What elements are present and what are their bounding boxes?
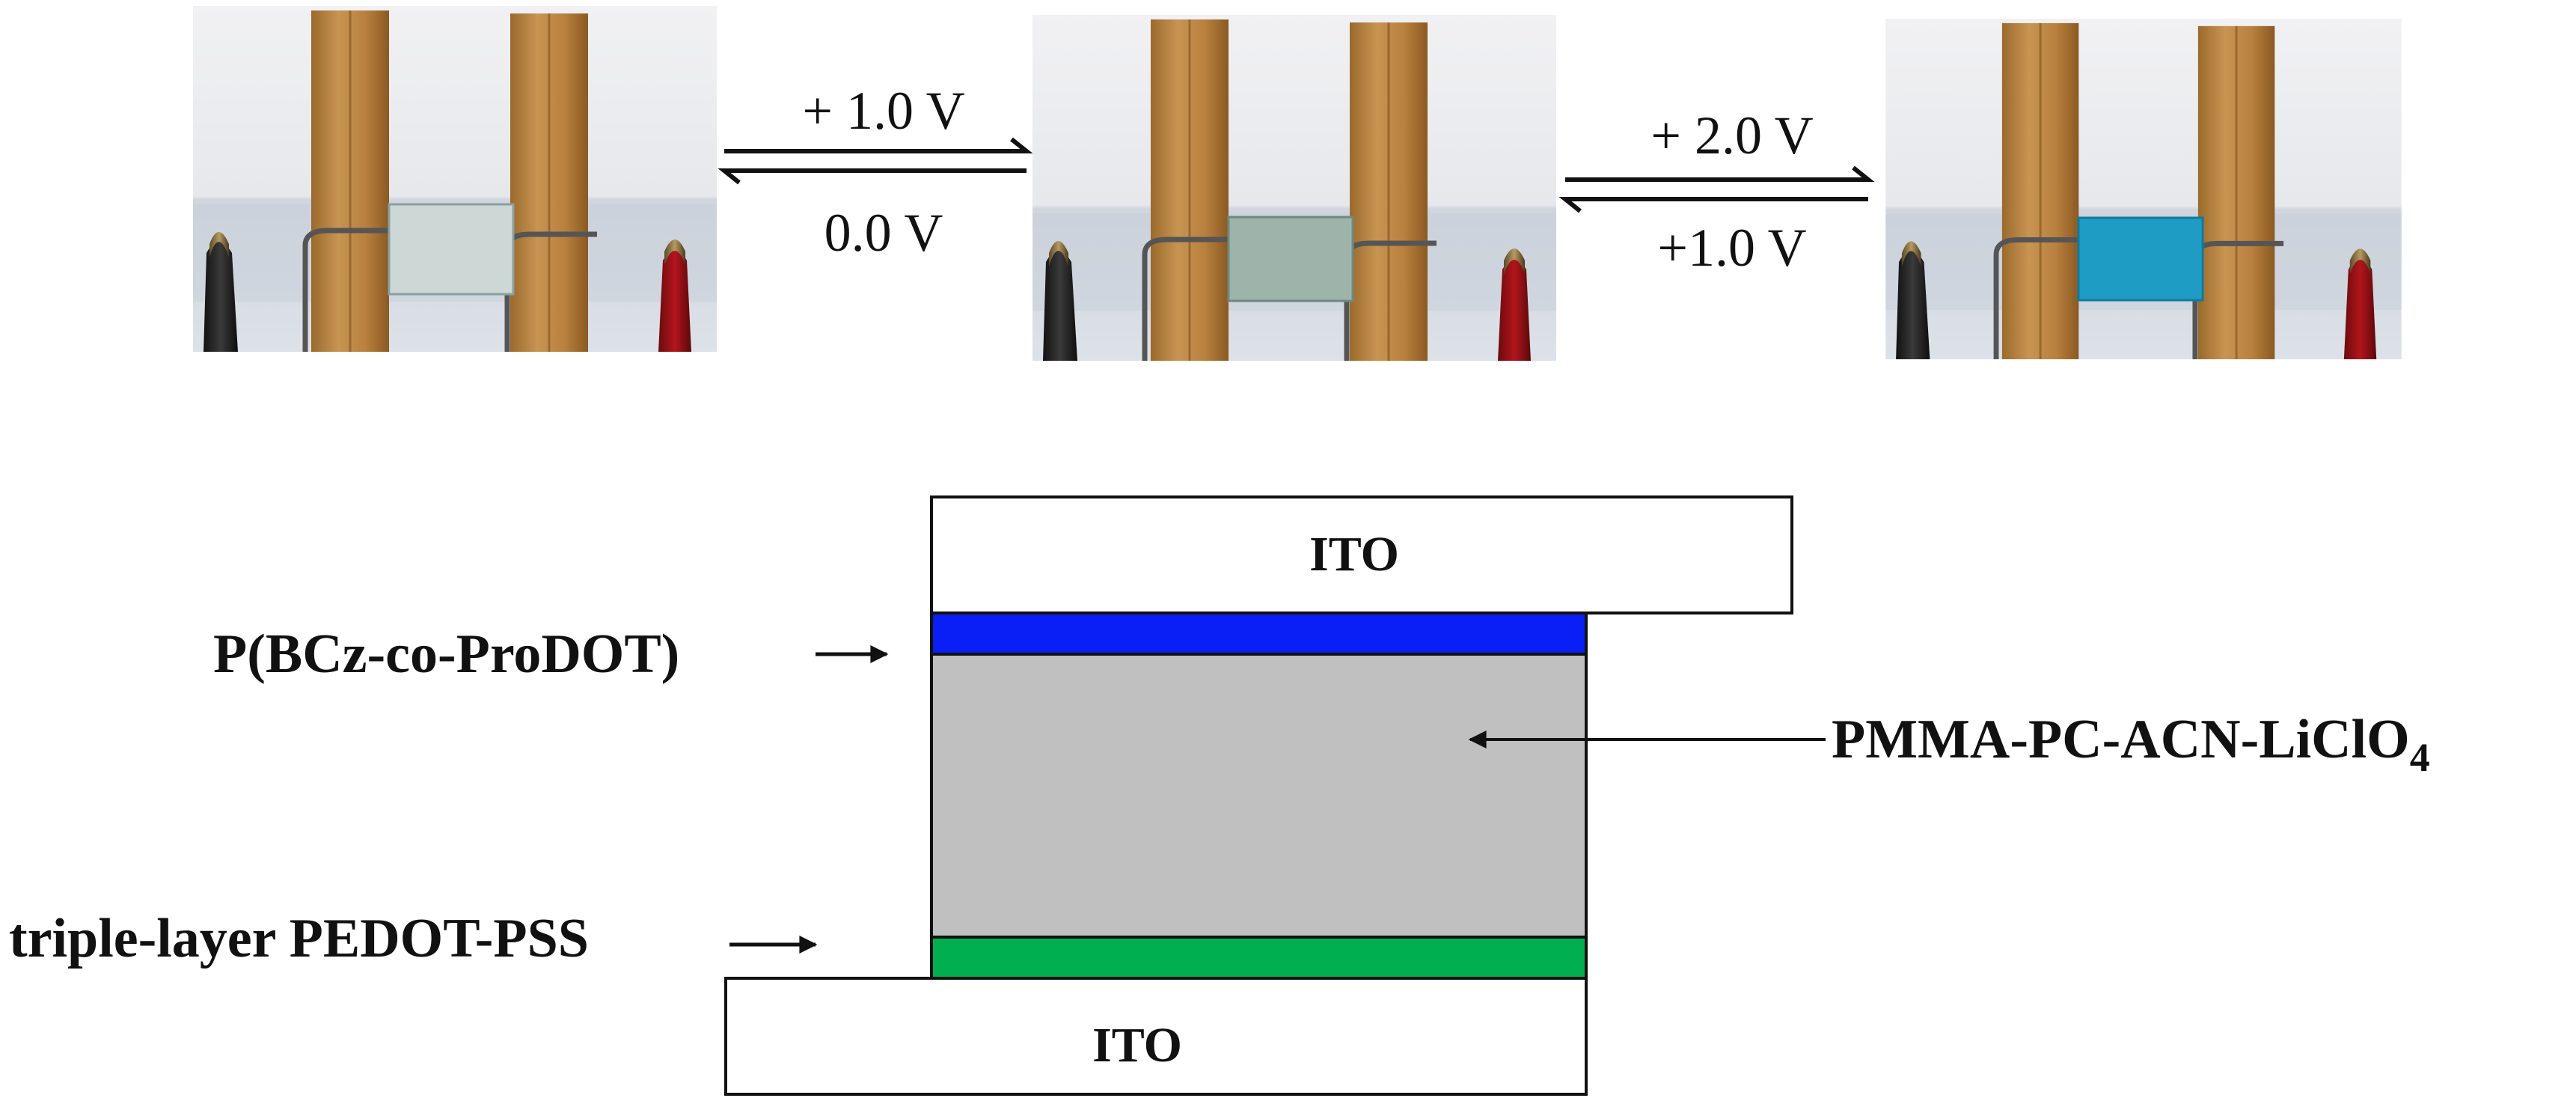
film-intermediate	[1227, 216, 1354, 302]
forward-voltage-label-1: + 1.0 V	[802, 81, 964, 141]
top-ito-label: ITO	[1309, 527, 1399, 582]
transition-1: + 1.0 V 0.0 V	[718, 81, 1033, 263]
bottom-ito-label: ITO	[1092, 1018, 1182, 1073]
top-ito-electrode	[930, 495, 1793, 614]
film-oxidized	[2077, 216, 2204, 302]
reverse-arrow-2	[1558, 197, 1868, 213]
counter-electrode-layer	[930, 936, 1588, 980]
electrolyte-label-main: PMMA-PC-ACN-LiClO	[1832, 709, 2410, 770]
reverse-arrow-1	[718, 168, 1027, 185]
device-stack: ITO ITO	[724, 495, 1793, 1096]
film-neutral	[388, 203, 515, 296]
electrochromic-layer	[930, 612, 1588, 656]
electrolyte-label: PMMA-PC-ACN-LiClO4	[1832, 709, 2430, 780]
reverse-voltage-label-2: +1.0 V	[1657, 218, 1806, 278]
layer-labels: P(BCz-co-ProDOT) PMMA-PC-ACN-LiClO4 trip…	[9, 623, 2430, 969]
forward-voltage-label-2: + 2.0 V	[1650, 106, 1813, 165]
photo-oxidized	[1885, 19, 2401, 359]
bottom-ito-electrode	[724, 977, 1588, 1096]
forward-arrow-2	[1565, 165, 1875, 182]
electrolyte-label-subscript: 4	[2410, 735, 2430, 780]
reverse-voltage-label-1: 0.0 V	[824, 203, 943, 263]
electrolyte-layer	[930, 653, 1588, 939]
electrochromic-layer-label: P(BCz-co-ProDOT)	[213, 623, 679, 685]
transition-2: + 2.0 V +1.0 V	[1558, 106, 1875, 278]
photo-intermediate	[1032, 15, 1556, 361]
forward-arrow-1	[724, 137, 1033, 153]
photo-neutral	[193, 6, 717, 352]
counter-layer-label: triple-layer PEDOT-PSS	[9, 908, 589, 969]
